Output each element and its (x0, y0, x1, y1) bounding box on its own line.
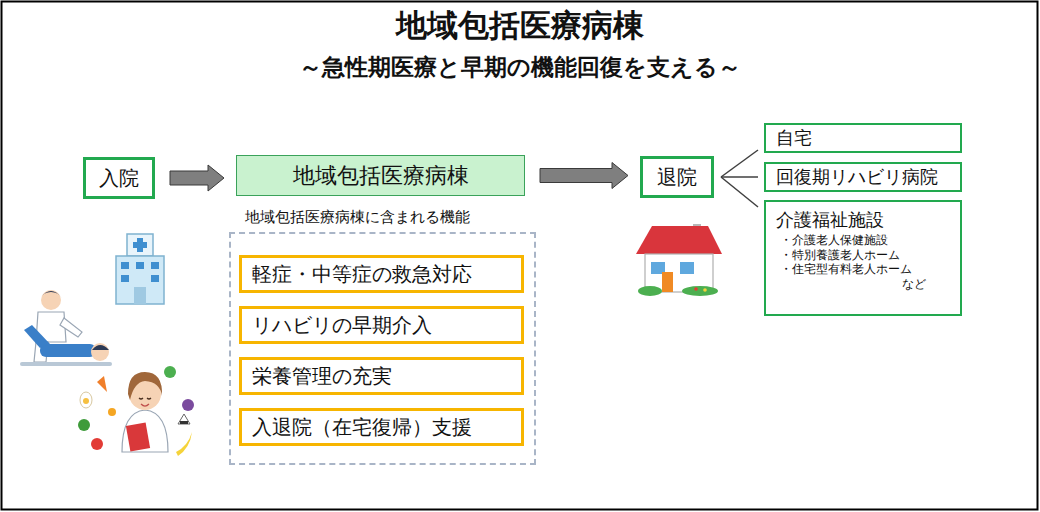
subtitle: ～急性期医療と早期の機能回復を支える～ (0, 52, 1040, 82)
ward-box: 地域包括医療病棟 (236, 155, 525, 196)
branch-line (721, 176, 758, 178)
flow-arrow (540, 163, 628, 189)
flow-arrow (170, 165, 224, 191)
nutrition-illustration (78, 366, 194, 456)
destination-box: 自宅 (764, 123, 962, 153)
box-heading: 介護福祉施設 (776, 208, 884, 232)
function-box: リハビリの早期介入 (239, 306, 524, 344)
list-item: など (898, 277, 926, 292)
list-item: ・特別養護老人ホーム (776, 248, 900, 263)
box-label: 退院 (657, 164, 697, 191)
discharge-box: 退院 (640, 156, 714, 198)
box-label: 回復期リハビリ病院 (776, 165, 938, 189)
destination-box: 回復期リハビリ病院 (764, 162, 962, 192)
group-heading: 地域包括医療病棟に含まれる機能 (243, 207, 472, 227)
house-icon (636, 224, 722, 296)
function-group: 地域包括医療病棟に含まれる機能軽症・中等症の救急対応リハビリの早期介入栄養管理の… (229, 232, 536, 465)
list-item: ・介護老人保健施設 (776, 233, 888, 248)
box-label: 入退院（在宅復帰）支援 (252, 414, 472, 441)
box-label: 地域包括医療病棟 (293, 161, 469, 191)
facility-box: 介護福祉施設・介護老人保健施設・特別養護老人ホーム・住宅型有料老人ホームなど (764, 200, 962, 316)
box-label: 入院 (99, 165, 139, 192)
branch-line (721, 150, 758, 177)
diagram-title: 地域包括医療病棟 (0, 6, 1040, 44)
function-box: 栄養管理の充実 (239, 357, 524, 395)
rehab-illustration (20, 290, 112, 366)
branch-line (721, 177, 758, 207)
hospital-icon (116, 234, 164, 304)
box-label: 自宅 (776, 126, 812, 150)
admission-box: 入院 (83, 157, 155, 199)
list-item: ・住宅型有料老人ホーム (776, 262, 912, 277)
function-box: 入退院（在宅復帰）支援 (239, 408, 524, 446)
function-box: 軽症・中等症の救急対応 (239, 255, 524, 293)
box-label: 軽症・中等症の救急対応 (252, 261, 472, 288)
box-label: 栄養管理の充実 (252, 363, 392, 390)
box-label: リハビリの早期介入 (252, 312, 432, 339)
